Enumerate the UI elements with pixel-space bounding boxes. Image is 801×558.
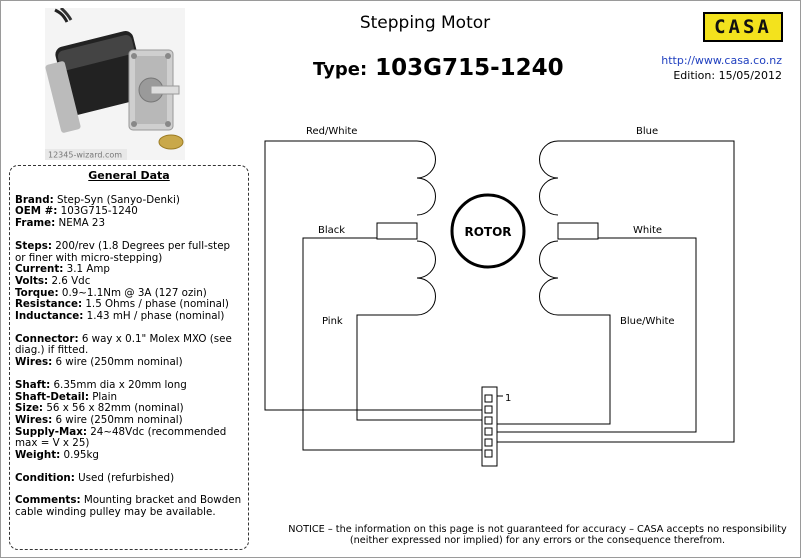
spec-row: Current: 3.1 Amp	[15, 263, 243, 276]
label-blue: Blue	[636, 126, 658, 137]
rotor	[450, 193, 526, 269]
general-data-panel: General Data Brand: Step-Syn (Sanyo-Denk…	[9, 165, 249, 550]
spec-list: Brand: Step-Syn (Sanyo-Denki)OEM #: 103G…	[15, 193, 243, 519]
wire-white	[497, 237, 697, 433]
label-black: Black	[318, 225, 345, 236]
label-white: White	[633, 225, 662, 236]
page-title: Stepping Motor	[359, 13, 491, 33]
spec-label: Wires:	[15, 413, 53, 426]
spec-row: Frame: NEMA 23	[15, 217, 243, 230]
spec-label: Volts:	[15, 274, 49, 287]
spec-row: Weight: 0.95kg	[15, 449, 243, 462]
spec-row: Torque: 0.9~1.1Nm @ 3A (127 ozin)	[15, 286, 243, 300]
spec-row: Volts: 2.6 Vdc	[15, 274, 243, 288]
spec-value: 200/rev (1.8 Degrees per full-step or fi…	[15, 239, 231, 264]
right-coil-lower	[539, 240, 559, 316]
spec-value: 0.95kg	[60, 449, 99, 462]
general-data-heading: General Data	[88, 169, 170, 182]
label-red-white: Red/White	[306, 126, 357, 137]
spec-label: Resistance:	[15, 298, 83, 311]
right-coil-upper	[539, 140, 559, 216]
spec-value: Plain	[88, 390, 117, 403]
spec-label: Frame:	[15, 217, 56, 230]
spec-row: Resistance: 1.5 Ohms / phase (nominal)	[15, 298, 243, 311]
connector-pin	[484, 427, 493, 436]
spec-label: Shaft-Detail:	[15, 390, 89, 403]
right-center-tap	[557, 222, 599, 240]
spec-row: Size: 56 x 56 x 82mm (nominal)	[15, 402, 243, 415]
spec-row: OEM #: 103G715-1240	[15, 206, 243, 218]
spec-value: 6 way x 0.1" Molex MXO (see diag.) if fi…	[15, 332, 232, 357]
spec-label: Torque:	[15, 286, 59, 299]
spec-label: Supply-Max:	[15, 425, 87, 438]
connector-pin	[484, 394, 493, 403]
wire-pink	[356, 314, 482, 421]
spec-label: Size:	[15, 402, 44, 415]
spec-label: Current:	[15, 263, 64, 276]
wire-red-white	[264, 140, 482, 411]
connector-pin	[484, 405, 493, 414]
spec-row: Condition: Used (refurbished)	[15, 471, 243, 485]
photo-watermark: 12345-wizard.com	[48, 151, 122, 160]
left-center-tap	[376, 222, 418, 240]
spec-row: Shaft: 6.35mm dia x 20mm long	[15, 378, 243, 392]
spec-value: 24~48Vdc (recommended max = V x 25)	[15, 425, 227, 450]
spec-row: Shaft-Detail: Plain	[15, 390, 243, 404]
spec-label: Brand:	[15, 193, 54, 206]
wire-black	[302, 237, 482, 451]
left-coil-upper	[416, 140, 436, 216]
type-value: 103G715-1240	[375, 55, 564, 81]
connector-pin	[484, 449, 493, 458]
spec-row: Wires: 6 wire (250mm nominal)	[15, 356, 243, 369]
spec-label: Wires:	[15, 356, 53, 369]
spec-label: Steps:	[15, 239, 52, 252]
spec-value: 0.9~1.1Nm @ 3A (127 ozin)	[58, 286, 207, 299]
rotor-label: ROTOR	[464, 225, 511, 239]
spec-label: Shaft:	[15, 378, 51, 391]
spec-value: 2.6 Vdc	[48, 274, 91, 287]
spec-value: 1.5 Ohms / phase (nominal)	[82, 298, 229, 311]
spec-row: Brand: Step-Syn (Sanyo-Denki)	[15, 193, 243, 207]
spec-label: OEM #:	[15, 205, 58, 218]
pin-one-label: 1	[505, 393, 511, 404]
spec-row: Inductance: 1.43 mH / phase (nominal)	[15, 310, 243, 323]
spec-value: NEMA 23	[55, 217, 106, 230]
left-coil-lower	[416, 240, 436, 316]
label-pink: Pink	[322, 316, 343, 327]
spec-value: 6 wire (250mm nominal)	[52, 413, 183, 426]
spec-label: Weight:	[15, 449, 61, 462]
disclaimer-notice: NOTICE – the information on this page is…	[288, 524, 787, 546]
spec-row: Connector: 6 way x 0.1" Molex MXO (see d…	[15, 332, 243, 357]
spec-row: Wires: 6 wire (250mm nominal)	[15, 413, 243, 427]
spec-value: 56 x 56 x 82mm (nominal)	[43, 402, 184, 415]
spec-value: Mounting bracket and Bowden cable windin…	[15, 494, 242, 519]
spec-value: 1.43 mH / phase (nominal)	[83, 310, 225, 323]
spec-value: 3.1 Amp	[63, 263, 110, 276]
spec-label: Inductance:	[15, 310, 84, 323]
spec-label: Condition:	[15, 471, 75, 484]
website-link[interactable]: http://www.casa.co.nz	[661, 54, 782, 67]
spec-value: 103G715-1240	[57, 205, 138, 218]
motor-photo: 12345-wizard.com	[45, 8, 185, 160]
spec-value: Used (refurbished)	[74, 471, 175, 484]
connector-pin	[484, 438, 493, 447]
wire-blue-white	[497, 314, 611, 425]
casa-logo: CASA	[703, 12, 783, 42]
motor-type: Type: 103G715-1240	[313, 55, 564, 81]
type-label: Type:	[313, 59, 368, 80]
connector-pin	[484, 416, 493, 425]
logo-text: CASA	[714, 16, 772, 38]
spec-value: 6 wire (250mm nominal)	[52, 356, 183, 369]
spec-label: Connector:	[15, 332, 79, 345]
label-blue-white: Blue/White	[620, 316, 675, 327]
wire-blue	[497, 140, 735, 443]
spec-value: Step-Syn (Sanyo-Denki)	[53, 193, 180, 206]
spec-row: Comments: Mounting bracket and Bowden ca…	[15, 495, 243, 518]
spec-value: 6.35mm dia x 20mm long	[50, 378, 187, 391]
spec-row: Supply-Max: 24~48Vdc (recommended max = …	[15, 425, 243, 450]
edition-date: Edition: 15/05/2012	[673, 69, 782, 82]
spec-row: Steps: 200/rev (1.8 Degrees per full-ste…	[15, 239, 243, 264]
spec-label: Comments:	[15, 494, 81, 507]
